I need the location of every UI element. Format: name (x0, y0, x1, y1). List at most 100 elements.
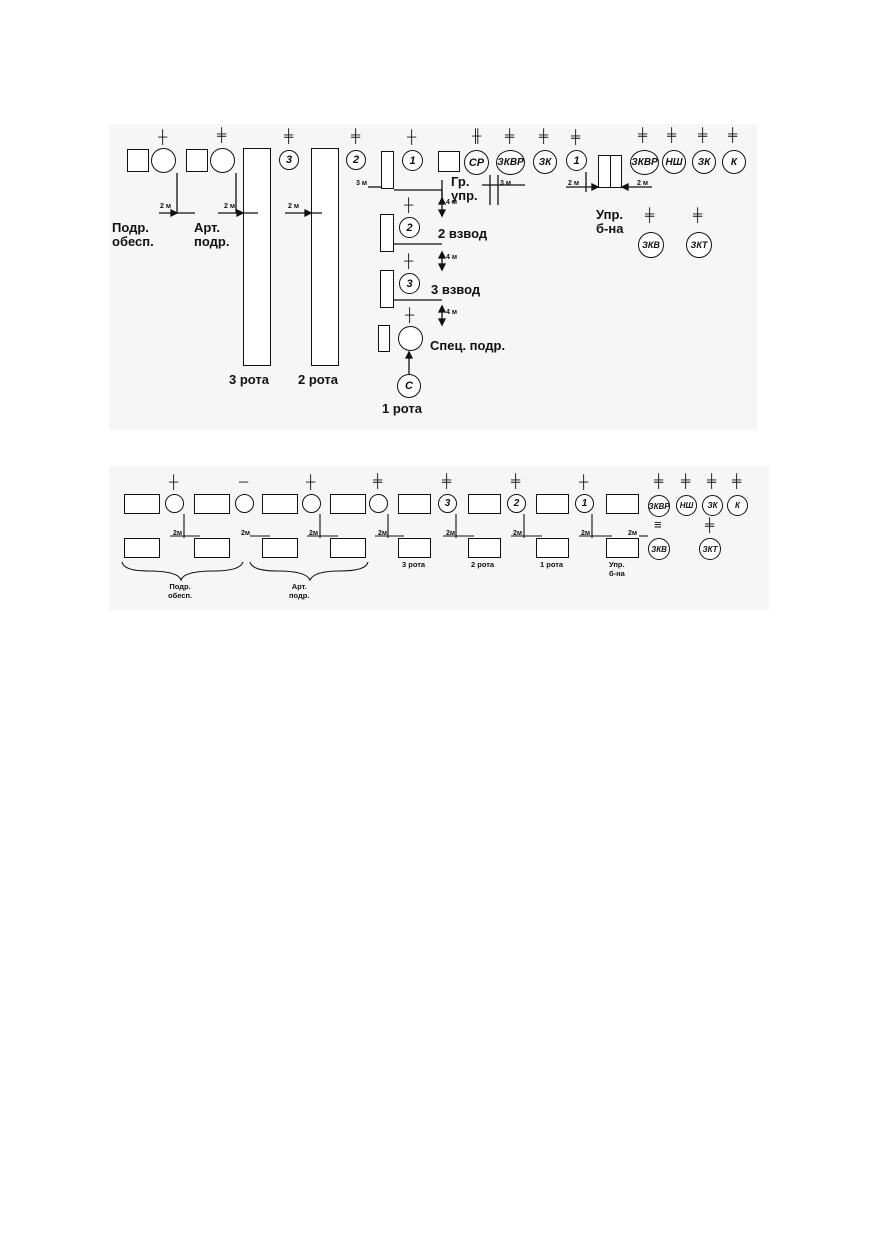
vehicle-rect-icon (124, 538, 160, 558)
distance-label: 2м (309, 530, 319, 537)
distance-label: 2 м (568, 180, 580, 187)
commander-circle-icon (302, 494, 321, 513)
rank-mark-icon: ╪ (728, 127, 738, 142)
company-3-column (243, 148, 271, 366)
distance-label: 2м (446, 530, 456, 537)
commander-circle-icon (165, 494, 184, 513)
commander-circle-icon (151, 148, 176, 173)
distance-label: 4 м (446, 309, 458, 316)
vehicle-rect-icon (262, 494, 298, 514)
distance-label: 2 м (224, 203, 236, 210)
special-unit-label: Спец. подр. (430, 338, 506, 353)
distance-label: 3 м (500, 180, 512, 187)
company-3-label: 3 рота (402, 560, 426, 569)
zk-circle: ЗК (692, 150, 716, 174)
vehicle-rect-icon (468, 494, 501, 514)
k-circle: К (727, 495, 748, 516)
company-2-label: 2 рота (298, 372, 338, 387)
k-circle: К (722, 150, 746, 174)
rank-mark-icon: ┼ (306, 474, 316, 489)
vehicle-rect-icon (186, 149, 208, 172)
vehicle-rect-icon (378, 325, 390, 352)
vehicle-rect-icon (330, 494, 366, 514)
rank-mark-icon: ┼ (405, 307, 415, 322)
rank-mark-icon: ╪ (654, 473, 664, 488)
company-3-label: 3 рота (229, 372, 269, 387)
vehicle-rect-icon (606, 538, 639, 558)
rank-mark-icon: ╪ (373, 473, 383, 488)
battalion-control-label: Упр. б-на (609, 560, 625, 578)
support-unit-label: Подр. обесп. (168, 582, 193, 600)
rank-mark-icon: ╪ (284, 128, 294, 143)
sr-circle: СР (464, 150, 489, 175)
company-2-commander-circle: 2 (507, 494, 526, 513)
zk-circle: ЗК (702, 495, 723, 516)
artillery-unit-label: Арт. подр. (289, 582, 310, 600)
company-1-label: 1 рота (540, 560, 564, 569)
zkt-circle: ЗКТ (686, 232, 712, 258)
support-unit-label: Подр. обесп. (112, 220, 154, 249)
distance-label: 2 м (637, 180, 649, 187)
zkvr-circle: ЗКВР (648, 495, 670, 517)
zkv-circle: ЗКВ (648, 538, 670, 560)
march-formation-scheme-1 (109, 124, 757, 430)
company-3-commander-circle: 3 (438, 494, 457, 513)
distance-label: 2 м (160, 203, 172, 210)
rank-mark-icon: ╪ (705, 517, 715, 532)
vehicle-rect-icon (124, 494, 160, 514)
vehicle-rect-icon (536, 538, 569, 558)
rank-mark-icon: ┼ (407, 129, 417, 144)
distance-label: 4 м (446, 199, 458, 206)
vehicle-rect-icon (194, 494, 230, 514)
platoon-2-label: 2 взвод (438, 226, 488, 241)
artillery-unit-label: Арт. подр. (194, 220, 230, 249)
group-control-label: Гр. упр. (451, 174, 478, 203)
vehicle-rect-icon (398, 538, 431, 558)
company-2-label: 2 рота (471, 560, 495, 569)
rank-mark-icon: ╪ (667, 127, 677, 142)
zk-group-circle: ЗК (533, 150, 557, 174)
company-1-commander-circle: 1 (575, 494, 594, 513)
vehicle-rect-icon (194, 538, 230, 558)
vehicle-rect-icon (381, 151, 394, 189)
company-3-commander-circle: 3 (279, 150, 299, 170)
vehicle-rect-icon (468, 538, 501, 558)
vehicle-rect-icon (438, 151, 460, 172)
commander-circle-icon (235, 494, 254, 513)
distance-label: 2 м (288, 203, 300, 210)
vehicle-rect-icon (380, 214, 394, 252)
nsh-circle: НШ (662, 150, 686, 174)
commander-circle-icon (369, 494, 388, 513)
distance-label: 4 м (446, 254, 458, 261)
company-1-label: 1 рота (382, 401, 422, 416)
rank-mark-icon: ╪ (707, 473, 717, 488)
rank-mark-icon: ╪ (505, 128, 515, 143)
rank-mark-icon: ─ (239, 474, 249, 489)
battalion-commander-circle: 1 (566, 150, 587, 171)
zkvr-circle: ЗКВР (630, 150, 659, 175)
vehicle-rect-icon (606, 494, 639, 514)
rank-mark-icon: ╪ (351, 128, 361, 143)
company-1-c-circle: С (397, 374, 421, 398)
vehicle-rect-icon (330, 538, 366, 558)
rank-mark-icon: ╪ (511, 473, 521, 488)
rank-mark-icon: ┼ (404, 197, 414, 212)
rank-mark-icon: ╪ (638, 127, 648, 142)
battalion-control-label: Упр. б-на (596, 207, 624, 236)
nsh-circle: НШ (676, 495, 697, 516)
company-2-commander-circle: 2 (346, 150, 366, 170)
distance-label: 2м (581, 530, 591, 537)
rank-mark-icon: ┼ (404, 253, 414, 268)
platoon-3-commander-circle: 3 (399, 273, 420, 294)
platoon-2-commander-circle: 2 (399, 217, 420, 238)
rank-mark-icon: ╪ (698, 127, 708, 142)
distance-label: 2м (628, 530, 638, 537)
company-2-column (311, 148, 339, 366)
rank-mark-icon: ┼ (169, 474, 179, 489)
platoon-3-label: 3 взвод (431, 282, 481, 297)
rank-mark-icon: ╫ (472, 128, 482, 143)
zkt-circle: ЗКТ (699, 538, 721, 560)
special-unit-circle (398, 326, 423, 351)
